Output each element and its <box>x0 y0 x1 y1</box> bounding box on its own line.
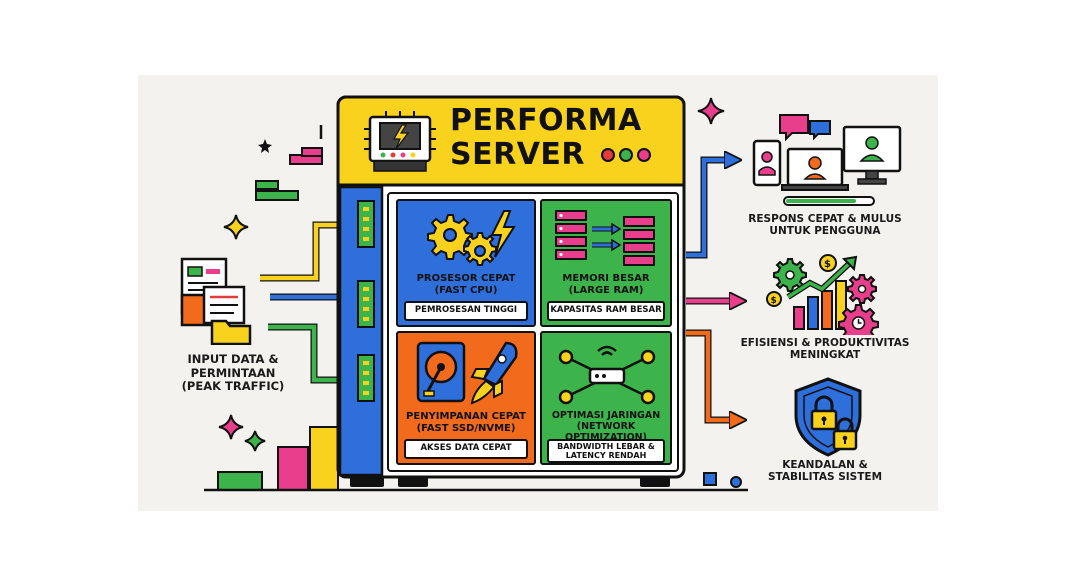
output-label-3: KEANDALAN & STABILITAS SISTEM <box>767 459 883 484</box>
svg-text:$: $ <box>771 296 777 306</box>
ram-stack-icon <box>555 210 655 266</box>
documents-folder-icon <box>180 257 252 345</box>
title-line-2: SERVER <box>450 137 586 172</box>
card-fast-cpu: PROSESOR CEPAT (FAST CPU) PEMROSESAN TIN… <box>396 199 536 327</box>
background-decorations <box>204 97 748 492</box>
devices-users-icon <box>752 114 902 206</box>
output-label-2: EFISIENSI & PRODUKTIVITAS MENINGKAT <box>740 337 910 362</box>
hard-drive-rocket-icon <box>416 341 518 405</box>
growth-chart-gears-icon: $ $ <box>766 254 879 335</box>
card-network-optimization: OPTIMASI JARINGAN (NETWORK OPTIMIZATION)… <box>540 331 672 465</box>
card-title: OPTIMASI JARINGAN (NETWORK OPTIMIZATION) <box>551 410 661 443</box>
svg-text:$: $ <box>824 259 831 270</box>
card-fast-ssd: PENYIMPANAN CEPAT (FAST SSD/NVMe) AKSES … <box>396 331 536 465</box>
card-subtitle: BANDWIDTH LEBAR & LATENCY RENDAH <box>557 441 655 460</box>
title-line-1: PERFORMA <box>450 103 642 138</box>
shield-lock-icon <box>794 377 862 457</box>
input-arrows <box>260 75 938 511</box>
card-title: PROSESOR CEPAT (FAST CPU) <box>416 273 516 296</box>
card-subtitle: PEMROSESAN TINGGI <box>414 305 518 316</box>
card-title: PENYIMPANAN CEPAT (FAST SSD/NVMe) <box>406 411 526 434</box>
card-subtitle: AKSES DATA CEPAT <box>420 443 512 454</box>
card-subtitle: KAPASITAS RAM BESAR <box>550 305 662 316</box>
diagram-canvas: INPUT DATA & PERMINTAAN (PEAK TRAFFIC) <box>138 75 938 511</box>
lightning-chip-icon <box>364 111 436 172</box>
gears-lightning-icon <box>427 210 516 266</box>
card-large-ram: MEMORI BESAR (LARGE RAM) KAPASITAS RAM B… <box>540 199 672 327</box>
card-title: MEMORI BESAR (LARGE RAM) <box>562 273 650 296</box>
network-router-icon <box>558 345 656 405</box>
output-label-1: RESPONS CEPAT & MULUS UNTUK PENGGUNA <box>748 213 902 238</box>
input-label: INPUT DATA & PERMINTAAN (PEAK TRAFFIC) <box>181 352 285 394</box>
